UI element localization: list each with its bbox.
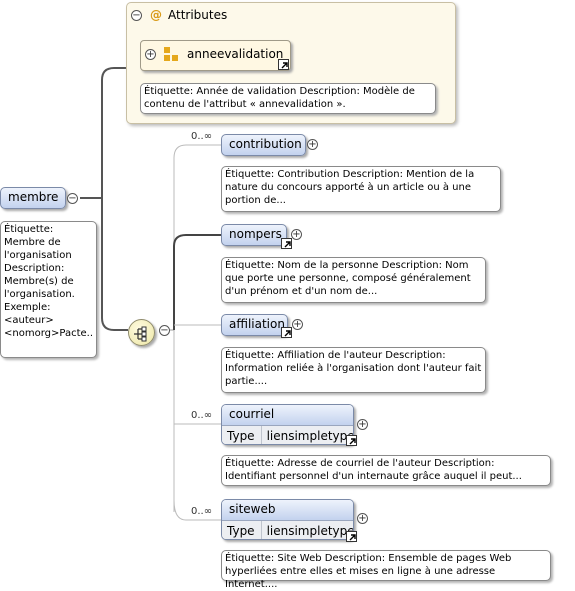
attribute-expand-icon[interactable]: +: [145, 49, 156, 60]
siteweb-annotation: Étiquette: Site Web Description: Ensembl…: [221, 550, 551, 590]
attributes-at-icon: @: [150, 8, 162, 22]
root-element-membre[interactable]: membre: [0, 187, 66, 209]
attribute-icon: [164, 47, 178, 61]
sequence-icon[interactable]: [128, 319, 155, 346]
courriel-type-value: liensimpletype: [266, 429, 354, 443]
root-collapse-icon[interactable]: −: [67, 193, 78, 204]
attributes-title: Attributes: [168, 8, 228, 22]
courriel-expand-icon[interactable]: +: [357, 419, 368, 430]
attribute-annotation: Étiquette: Année de validation Descripti…: [140, 83, 436, 114]
attribute-name: anneevalidation: [187, 47, 284, 61]
nompers-expand-icon[interactable]: +: [291, 229, 302, 240]
nompers-annotation: Étiquette: Nom de la personne Descriptio…: [221, 257, 486, 303]
contribution-cardinality: 0..∞: [191, 131, 213, 142]
element-courriel[interactable]: courriel Type liensimpletype: [221, 404, 354, 445]
affiliation-expand-icon[interactable]: +: [292, 319, 303, 330]
siteweb-name: siteweb: [222, 500, 353, 521]
sequence-collapse-icon[interactable]: −: [159, 325, 170, 336]
courriel-link-icon[interactable]: [346, 435, 357, 446]
nompers-link-icon[interactable]: [281, 238, 292, 249]
courriel-annotation: Étiquette: Adresse de courriel de l'aute…: [221, 455, 551, 486]
siteweb-type-label: Type: [222, 521, 262, 539]
courriel-type-label: Type: [222, 426, 262, 444]
root-annotation: Étiquette: Membre de l'organisation Desc…: [0, 221, 97, 358]
siteweb-type-value: liensimpletype: [266, 524, 354, 538]
element-siteweb[interactable]: siteweb Type liensimpletype: [221, 499, 354, 540]
element-nompers[interactable]: nompers: [221, 224, 287, 246]
siteweb-expand-icon[interactable]: +: [357, 513, 368, 524]
courriel-name: courriel: [222, 405, 353, 426]
affiliation-link-icon[interactable]: [281, 327, 292, 338]
attributes-collapse-icon[interactable]: −: [131, 10, 142, 21]
courriel-cardinality: 0..∞: [191, 410, 213, 421]
siteweb-cardinality: 0..∞: [191, 506, 213, 517]
affiliation-annotation: Étiquette: Affiliation de l'auteur Descr…: [221, 347, 486, 393]
siteweb-link-icon[interactable]: [346, 531, 357, 542]
contribution-expand-icon[interactable]: +: [307, 139, 318, 150]
contribution-annotation: Étiquette: Contribution Description: Men…: [221, 166, 501, 212]
element-contribution[interactable]: contribution: [221, 134, 306, 156]
element-affiliation[interactable]: affiliation: [221, 314, 288, 336]
attribute-link-icon[interactable]: [278, 59, 289, 70]
